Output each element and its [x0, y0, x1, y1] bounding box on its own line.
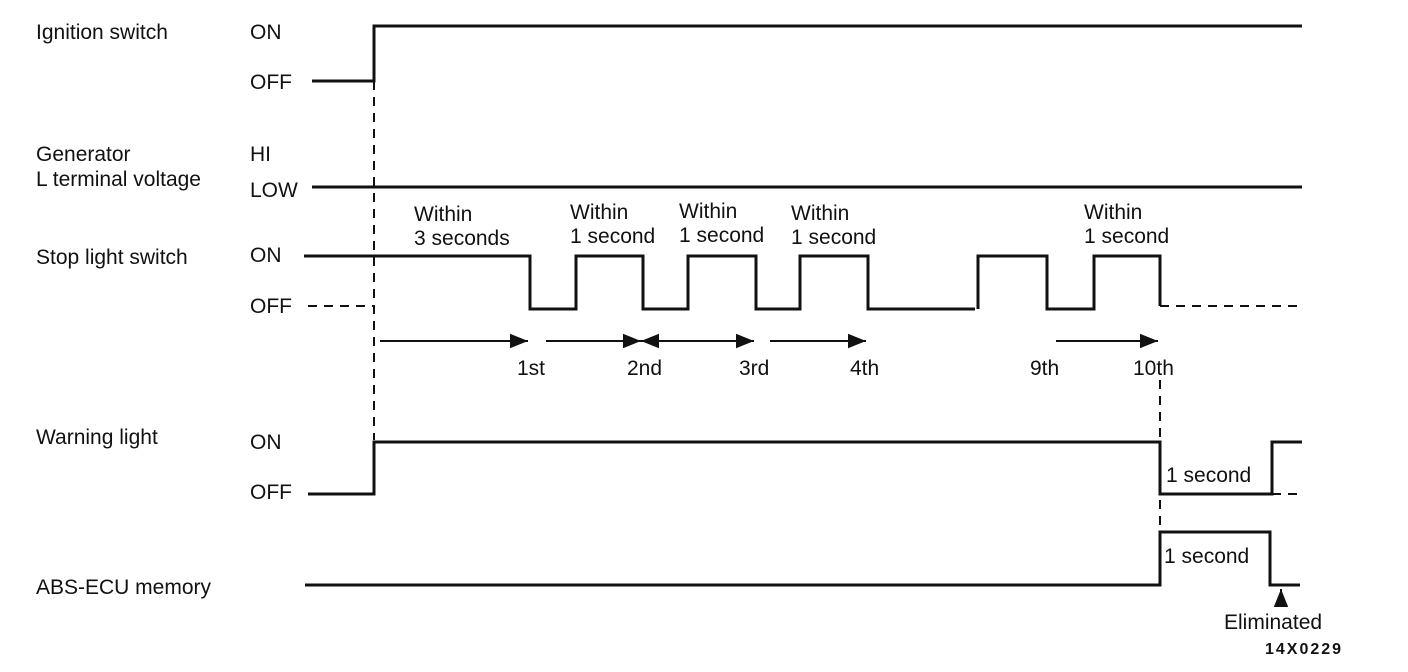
timing-note-2-line2: 1 second: [570, 225, 655, 248]
stop-light-waveform-b: [976, 254, 1162, 311]
count-label-2nd: 2nd: [627, 357, 662, 380]
count-label-9th: 9th: [1030, 357, 1059, 380]
count-label-1st: 1st: [517, 357, 545, 380]
count-label-4th: 4th: [850, 357, 879, 380]
abs-ecu-memory-waveform: [305, 530, 1300, 587]
ignition-waveform: [312, 24, 1302, 83]
warning-on-label: ON: [250, 431, 282, 454]
timing-note-1-line1: Within: [414, 203, 472, 226]
stop-light-off-label: OFF: [250, 295, 292, 318]
warning-light-waveform: [308, 440, 1302, 496]
timing-note-5-line2: 1 second: [1084, 225, 1169, 248]
timing-note-2-line1: Within: [570, 201, 628, 224]
count-label-10th: 10th: [1133, 357, 1174, 380]
warning-light-label: Warning light: [36, 426, 158, 449]
memory-duration-label: 1 second: [1164, 545, 1249, 568]
timing-note-4-line1: Within: [791, 202, 849, 225]
ignition-switch-label: Ignition switch: [36, 21, 168, 44]
stop-light-switch-label: Stop light switch: [36, 246, 188, 269]
timing-note-3-line1: Within: [679, 200, 737, 223]
timing-note-3-line2: 1 second: [679, 224, 764, 247]
ignition-off-label: OFF: [250, 71, 292, 94]
timing-note-1-line2: 3 seconds: [414, 227, 510, 250]
generator-hi-label: HI: [250, 143, 271, 166]
timing-note-4-line2: 1 second: [791, 226, 876, 249]
timing-note-5-line1: Within: [1084, 201, 1142, 224]
warning-duration-label: 1 second: [1166, 464, 1251, 487]
count-label-3rd: 3rd: [739, 357, 769, 380]
stop-light-on-label: ON: [250, 244, 282, 267]
generator-label-line1: Generator: [36, 143, 131, 166]
figure-code: 14X0229: [1265, 641, 1343, 658]
generator-label-line2: L terminal voltage: [36, 168, 201, 191]
warning-off-label: OFF: [250, 481, 292, 504]
abs-ecu-memory-label: ABS-ECU memory: [36, 576, 212, 599]
eliminated-label: Eliminated: [1224, 611, 1322, 634]
stop-light-waveform-a: [304, 254, 975, 311]
ignition-on-label: ON: [250, 21, 282, 44]
generator-low-label: LOW: [250, 179, 298, 202]
